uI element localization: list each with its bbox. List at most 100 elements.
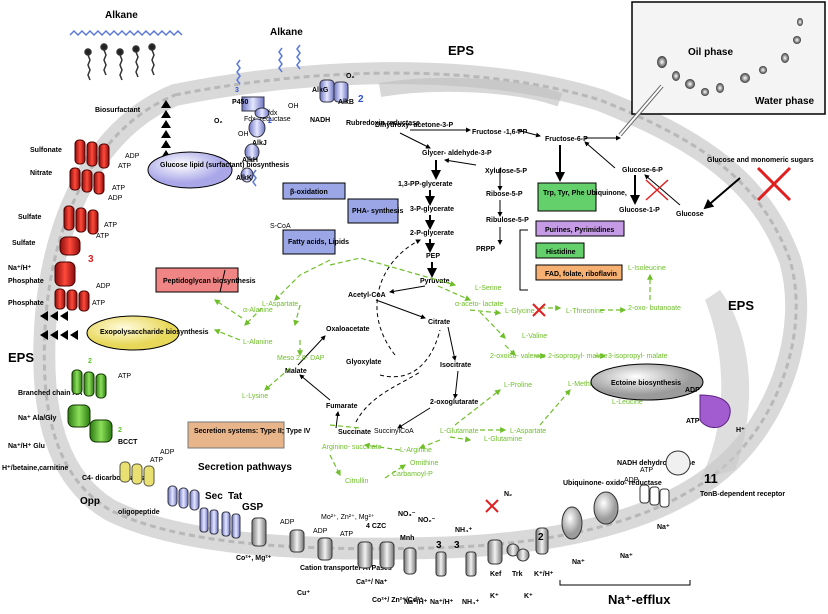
biosurfactant-micelles	[84, 43, 156, 81]
glucose-lipid-ellipse	[147, 151, 233, 189]
serine-label: L-Serine	[475, 285, 502, 292]
nadh-dh-complex	[593, 491, 619, 525]
water-phase-label: Water phase	[755, 96, 815, 107]
adp-bottom-2: ADP	[313, 528, 328, 535]
alkane-top-label: Alkane	[270, 27, 303, 38]
num-2b-left-label: 2	[118, 427, 122, 434]
x5p-label: Xylulose-5-P	[485, 168, 527, 175]
pha-synthesis-label: PHA- synthesis	[352, 208, 403, 215]
pyruvate-label: Pyruvate	[420, 278, 450, 285]
gsp-label: GSP	[242, 502, 263, 513]
succinate-label: Succinate	[338, 429, 371, 436]
atp-right-label: ATP	[686, 418, 700, 425]
glyoxylate-label: Glyoxylate	[346, 359, 382, 366]
atp-label-7: ATP	[150, 457, 163, 464]
fdx-label: fdx	[268, 110, 278, 117]
num-2-label: 2	[268, 118, 272, 125]
arginine-label: L-Arginine	[400, 447, 432, 454]
exopolysaccharide-ellipse	[86, 315, 180, 351]
ala-gly-transporter	[67, 404, 91, 428]
peptidoglycan-label: Peptidoglycan biosynthesis	[163, 278, 256, 285]
phosphate-transporter-1	[54, 261, 76, 287]
k-label-2: K⁺	[524, 593, 533, 600]
kef-label: Kef	[490, 571, 502, 578]
isoleucine-label: L-Isoleucine	[628, 265, 666, 272]
num-2-left-label: 2	[88, 358, 92, 365]
k-h-transporter	[535, 527, 549, 555]
num-3-bottom-a: 3	[436, 540, 442, 551]
oligopeptide-label: oligopeptide	[118, 509, 160, 516]
atp-label-4: ATP	[96, 233, 109, 240]
atp-label-2: ATP	[112, 185, 125, 192]
secretion-systems-box	[187, 421, 285, 449]
alkk-label: AlkK	[236, 175, 252, 182]
aspartate-2-label: L-Aspartate	[510, 428, 546, 435]
amino-acid-pathways: L-Aspartate α-Alanine L-Alanine Meso 2,6…	[213, 257, 681, 485]
glutamate-label: L-Glutamate	[440, 428, 479, 435]
citrate-label: Citrate	[428, 319, 450, 326]
atp-bottom-1: ATP	[340, 531, 353, 538]
oil-water-inset: Oil phase Water phase	[618, 1, 826, 137]
eps-left-label: EPS	[8, 350, 34, 365]
n2-red-x	[485, 499, 499, 513]
glucose-label: Glucose	[676, 211, 704, 218]
opp-label: Opp	[80, 496, 100, 507]
atp-bottom-2: ATP	[640, 467, 653, 474]
k-h-label: K⁺/H⁺	[534, 571, 554, 578]
pha-synthesis-box	[347, 198, 399, 224]
nh4-transporter-2	[465, 551, 477, 577]
isocitrate-label: Isocitrate	[440, 362, 471, 369]
sulfate-transporter-1	[63, 205, 99, 235]
sec-tat-transporters	[199, 507, 267, 547]
adp-label-3: ADP	[96, 283, 111, 290]
c4-label: C4- dicarboxylates	[82, 475, 144, 482]
trp-box	[537, 182, 597, 212]
atp-label-5: ATP	[92, 300, 105, 307]
o2-label-a: O₂	[214, 118, 223, 125]
ectoine-ellipse	[590, 363, 704, 401]
oh-label-1: OH	[288, 103, 299, 110]
tonb-label: TonB-dependent receptor	[700, 491, 785, 498]
malate-label: Malate	[285, 368, 307, 375]
argininosuccinate-label: Arginino- succinate	[322, 444, 382, 451]
left-transporters: Sulfonate ADP ATP Nitrate ATP ADP Sulfat…	[2, 139, 200, 516]
carbamoyl-label: Carbamoyl-P	[392, 471, 433, 478]
acetolactate-label: α-aceto- lactate	[455, 301, 504, 308]
s-coa-label: S-CoA	[270, 223, 291, 230]
oxaloacetate-label: Oxaloacetate	[326, 326, 370, 333]
glu-label: Na⁺/H⁺ Glu	[8, 443, 45, 450]
atp-label-1: ATP	[118, 163, 131, 170]
pep-label: PEP	[426, 253, 440, 260]
trk-label: Trk	[512, 571, 523, 578]
alkg-label: AlkG	[312, 87, 329, 94]
phosphate-1-label: Phosphate	[8, 278, 44, 285]
na-h-bottom-2: Na⁺/H⁺	[430, 599, 454, 606]
r5p-label: Ribose-5-P	[486, 191, 523, 198]
sulfate-1-label: Sulfate	[18, 214, 41, 221]
acetylcoa-label: Acetyl-CoA	[348, 292, 386, 299]
secretion-systems-label: Secretion systems: Type II; Type IV	[194, 428, 311, 435]
na-efflux-transporter	[639, 484, 670, 508]
tonb-receptor	[665, 450, 691, 476]
nadh-dh-label: NADH dehydro- genase	[617, 460, 695, 467]
adp-right-label: ADP	[685, 387, 700, 394]
na-h-left-label: Na⁺/H⁺	[8, 265, 32, 272]
alpha-alanine-label: α-Alanine	[243, 307, 273, 314]
alkj-label: AlkJ	[252, 140, 267, 147]
eps-arrows-left	[40, 311, 78, 340]
lysine-label: L-Lysine	[242, 393, 268, 400]
methionine-label: L-Methionine	[568, 381, 609, 388]
p450-label: P450	[232, 99, 248, 106]
3pg-label: 3-P-glycerate	[410, 206, 454, 213]
atp-synthase	[699, 394, 731, 428]
alkane-left-label: Alkane	[105, 10, 138, 21]
glycine-label: L-Glycine	[505, 308, 535, 315]
isopropylmalate-3-label: 3-isopropyl- malate	[608, 353, 668, 360]
red-x-glucose	[645, 166, 792, 202]
tat-label: Tat	[228, 491, 243, 502]
num-11-label: 11	[704, 471, 718, 486]
glucose-lipid-label: Glucose lipid (surfactant) biosynthesis	[160, 162, 289, 169]
n2-label: N₂	[504, 491, 512, 498]
cation-atpase-label: Cation transporter ATPases	[300, 565, 392, 572]
2pg-label: 2-P-glycerate	[410, 230, 454, 237]
